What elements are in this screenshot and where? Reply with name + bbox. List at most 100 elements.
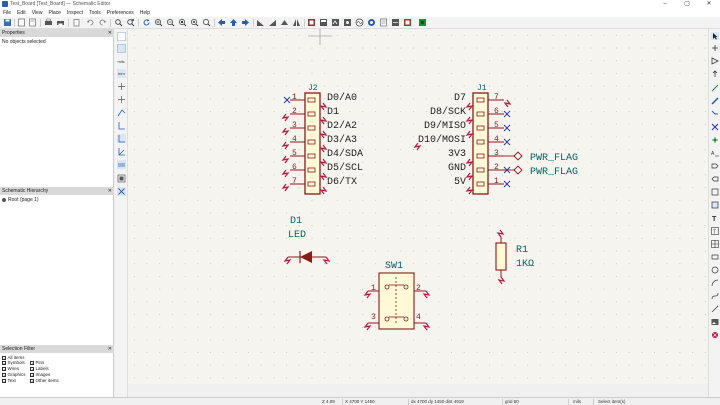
redo-icon[interactable] (98, 18, 107, 27)
pcb-editor-icon[interactable] (418, 18, 427, 27)
simulator-icon[interactable] (355, 18, 364, 27)
minimize-button[interactable]: – (663, 1, 667, 7)
net-label-icon[interactable]: A (711, 149, 719, 157)
switch-sw1[interactable]: SW1 1 2 3 4 (363, 261, 431, 331)
menu-help[interactable]: Help (139, 10, 151, 16)
filter-other-items[interactable]: ✓Other items (30, 378, 59, 384)
junction-icon[interactable] (711, 136, 719, 144)
filter-text[interactable]: ✓Text (2, 378, 16, 384)
zoom-out-icon[interactable] (166, 18, 175, 27)
print-icon[interactable] (44, 18, 53, 27)
rectangle-icon[interactable] (711, 253, 719, 261)
line-icon[interactable] (711, 305, 719, 313)
hierarchy-navigator-icon[interactable] (117, 174, 126, 183)
add-symbol-icon[interactable] (711, 57, 719, 65)
close-button[interactable]: ✕ (706, 1, 712, 7)
menu-preferences[interactable]: Preferences (106, 10, 134, 16)
filter-labels[interactable]: ✓Labels (30, 366, 49, 372)
erc-icon[interactable] (343, 18, 352, 27)
zoom-selection-icon[interactable] (202, 18, 211, 27)
image-icon[interactable] (711, 318, 719, 326)
bom-icon[interactable] (379, 18, 388, 27)
grid-overrides-icon[interactable] (117, 44, 126, 53)
symbol-browser-icon[interactable] (319, 18, 328, 27)
zoom-objects-icon[interactable] (190, 18, 199, 27)
menu-tools[interactable]: Tools (89, 10, 101, 16)
checkbox-icon[interactable]: ✓ (2, 355, 7, 361)
import-sheet-pin-icon[interactable] (711, 201, 719, 209)
add-wire-icon[interactable] (711, 84, 719, 92)
page-icon[interactable] (28, 18, 37, 27)
angle-icon[interactable] (117, 147, 126, 156)
navigate-back-icon[interactable] (217, 18, 226, 27)
line-mode-free-icon[interactable] (117, 108, 126, 117)
no-connect-icon[interactable] (711, 123, 719, 131)
checkbox-icon[interactable]: ✓ (30, 366, 35, 372)
filter-wires[interactable]: ✓Wires (2, 366, 19, 372)
rotate-ccw-icon[interactable] (256, 18, 265, 27)
filter-symbols[interactable]: ✓Symbols (2, 360, 25, 366)
save-icon[interactable] (3, 18, 12, 27)
checkbox-icon[interactable]: ✓ (30, 360, 35, 366)
menu-inspect[interactable]: Inspect (66, 10, 84, 16)
add-power-icon[interactable] (711, 70, 719, 78)
arc-icon[interactable] (711, 279, 719, 287)
rotate-cw-icon[interactable] (268, 18, 277, 27)
line-mode-90-icon[interactable] (117, 121, 126, 130)
hier-label-icon[interactable] (711, 175, 719, 183)
add-bus-icon[interactable] (711, 97, 719, 105)
close-icon[interactable]: ✕ (107, 188, 112, 194)
plot-icon[interactable] (56, 18, 65, 27)
text-icon[interactable]: T (711, 214, 719, 223)
bezier-icon[interactable] (711, 292, 719, 300)
select-icon[interactable] (711, 32, 719, 40)
connector-j1[interactable]: J1 7 6 5 4 3 2 1 (413, 84, 578, 195)
cursor-style-icon[interactable] (117, 82, 126, 91)
menu-file[interactable]: File (3, 10, 12, 16)
find-icon[interactable] (114, 18, 123, 27)
annotate-icon[interactable] (331, 18, 340, 27)
connector-j2[interactable]: J2 1 2 3 4 5 6 7 (281, 84, 363, 195)
checkbox-icon[interactable]: ✓ (30, 372, 35, 378)
bus-entry-icon[interactable] (711, 110, 719, 118)
checkbox-icon[interactable]: ✓ (2, 360, 7, 366)
hidden-pins-icon[interactable] (117, 95, 126, 104)
checkbox-icon[interactable]: ✓ (2, 378, 7, 384)
netlist-icon[interactable] (391, 18, 400, 27)
annotations-icon[interactable] (117, 160, 126, 169)
zoom-in-icon[interactable] (154, 18, 163, 27)
line-mode-45-icon[interactable] (117, 134, 126, 143)
filter-images[interactable]: ✓Images (30, 372, 51, 378)
filter-pins[interactable]: ✓Pins (30, 360, 45, 366)
hierarchy-root-item[interactable]: Root (page 1) (2, 197, 39, 203)
scripting-icon[interactable] (403, 18, 412, 27)
close-icon[interactable]: ✕ (107, 346, 112, 352)
maximize-button[interactable]: ▢ (684, 1, 690, 7)
text-box-icon[interactable]: T (711, 227, 719, 236)
highlight-net-icon[interactable] (711, 44, 719, 52)
filter-all-items[interactable]: ✓All items (2, 355, 25, 361)
led-d1[interactable]: D1 LED (283, 216, 331, 265)
circle-icon[interactable] (711, 266, 719, 274)
checkbox-icon[interactable]: ✓ (2, 372, 7, 378)
zoom-fit-icon[interactable] (178, 18, 187, 27)
mirror-v-icon[interactable] (280, 18, 289, 27)
page-settings-icon[interactable] (17, 18, 26, 27)
units-mm-icon[interactable]: mm (117, 69, 126, 78)
menu-place[interactable]: Place (48, 10, 61, 16)
navigate-up-icon[interactable] (229, 18, 238, 27)
resistor-r1[interactable]: R1 1KΩ (495, 229, 534, 285)
footprint-assign-icon[interactable] (367, 18, 376, 27)
refresh-icon[interactable] (142, 18, 151, 27)
table-icon[interactable] (711, 240, 719, 248)
navigate-forward-icon[interactable] (241, 18, 250, 27)
checkbox-icon[interactable]: ✓ (30, 378, 35, 384)
symbol-editor-icon[interactable] (307, 18, 316, 27)
menu-edit[interactable]: Edit (17, 10, 26, 16)
units-mils-icon[interactable]: mils (117, 57, 126, 66)
close-icon[interactable]: ✕ (107, 30, 112, 36)
schematic-canvas[interactable]: J2 1 2 3 4 5 6 7 (128, 29, 708, 384)
properties-panel-icon[interactable] (117, 187, 126, 196)
global-label-icon[interactable] (711, 162, 719, 170)
undo-icon[interactable] (86, 18, 95, 27)
